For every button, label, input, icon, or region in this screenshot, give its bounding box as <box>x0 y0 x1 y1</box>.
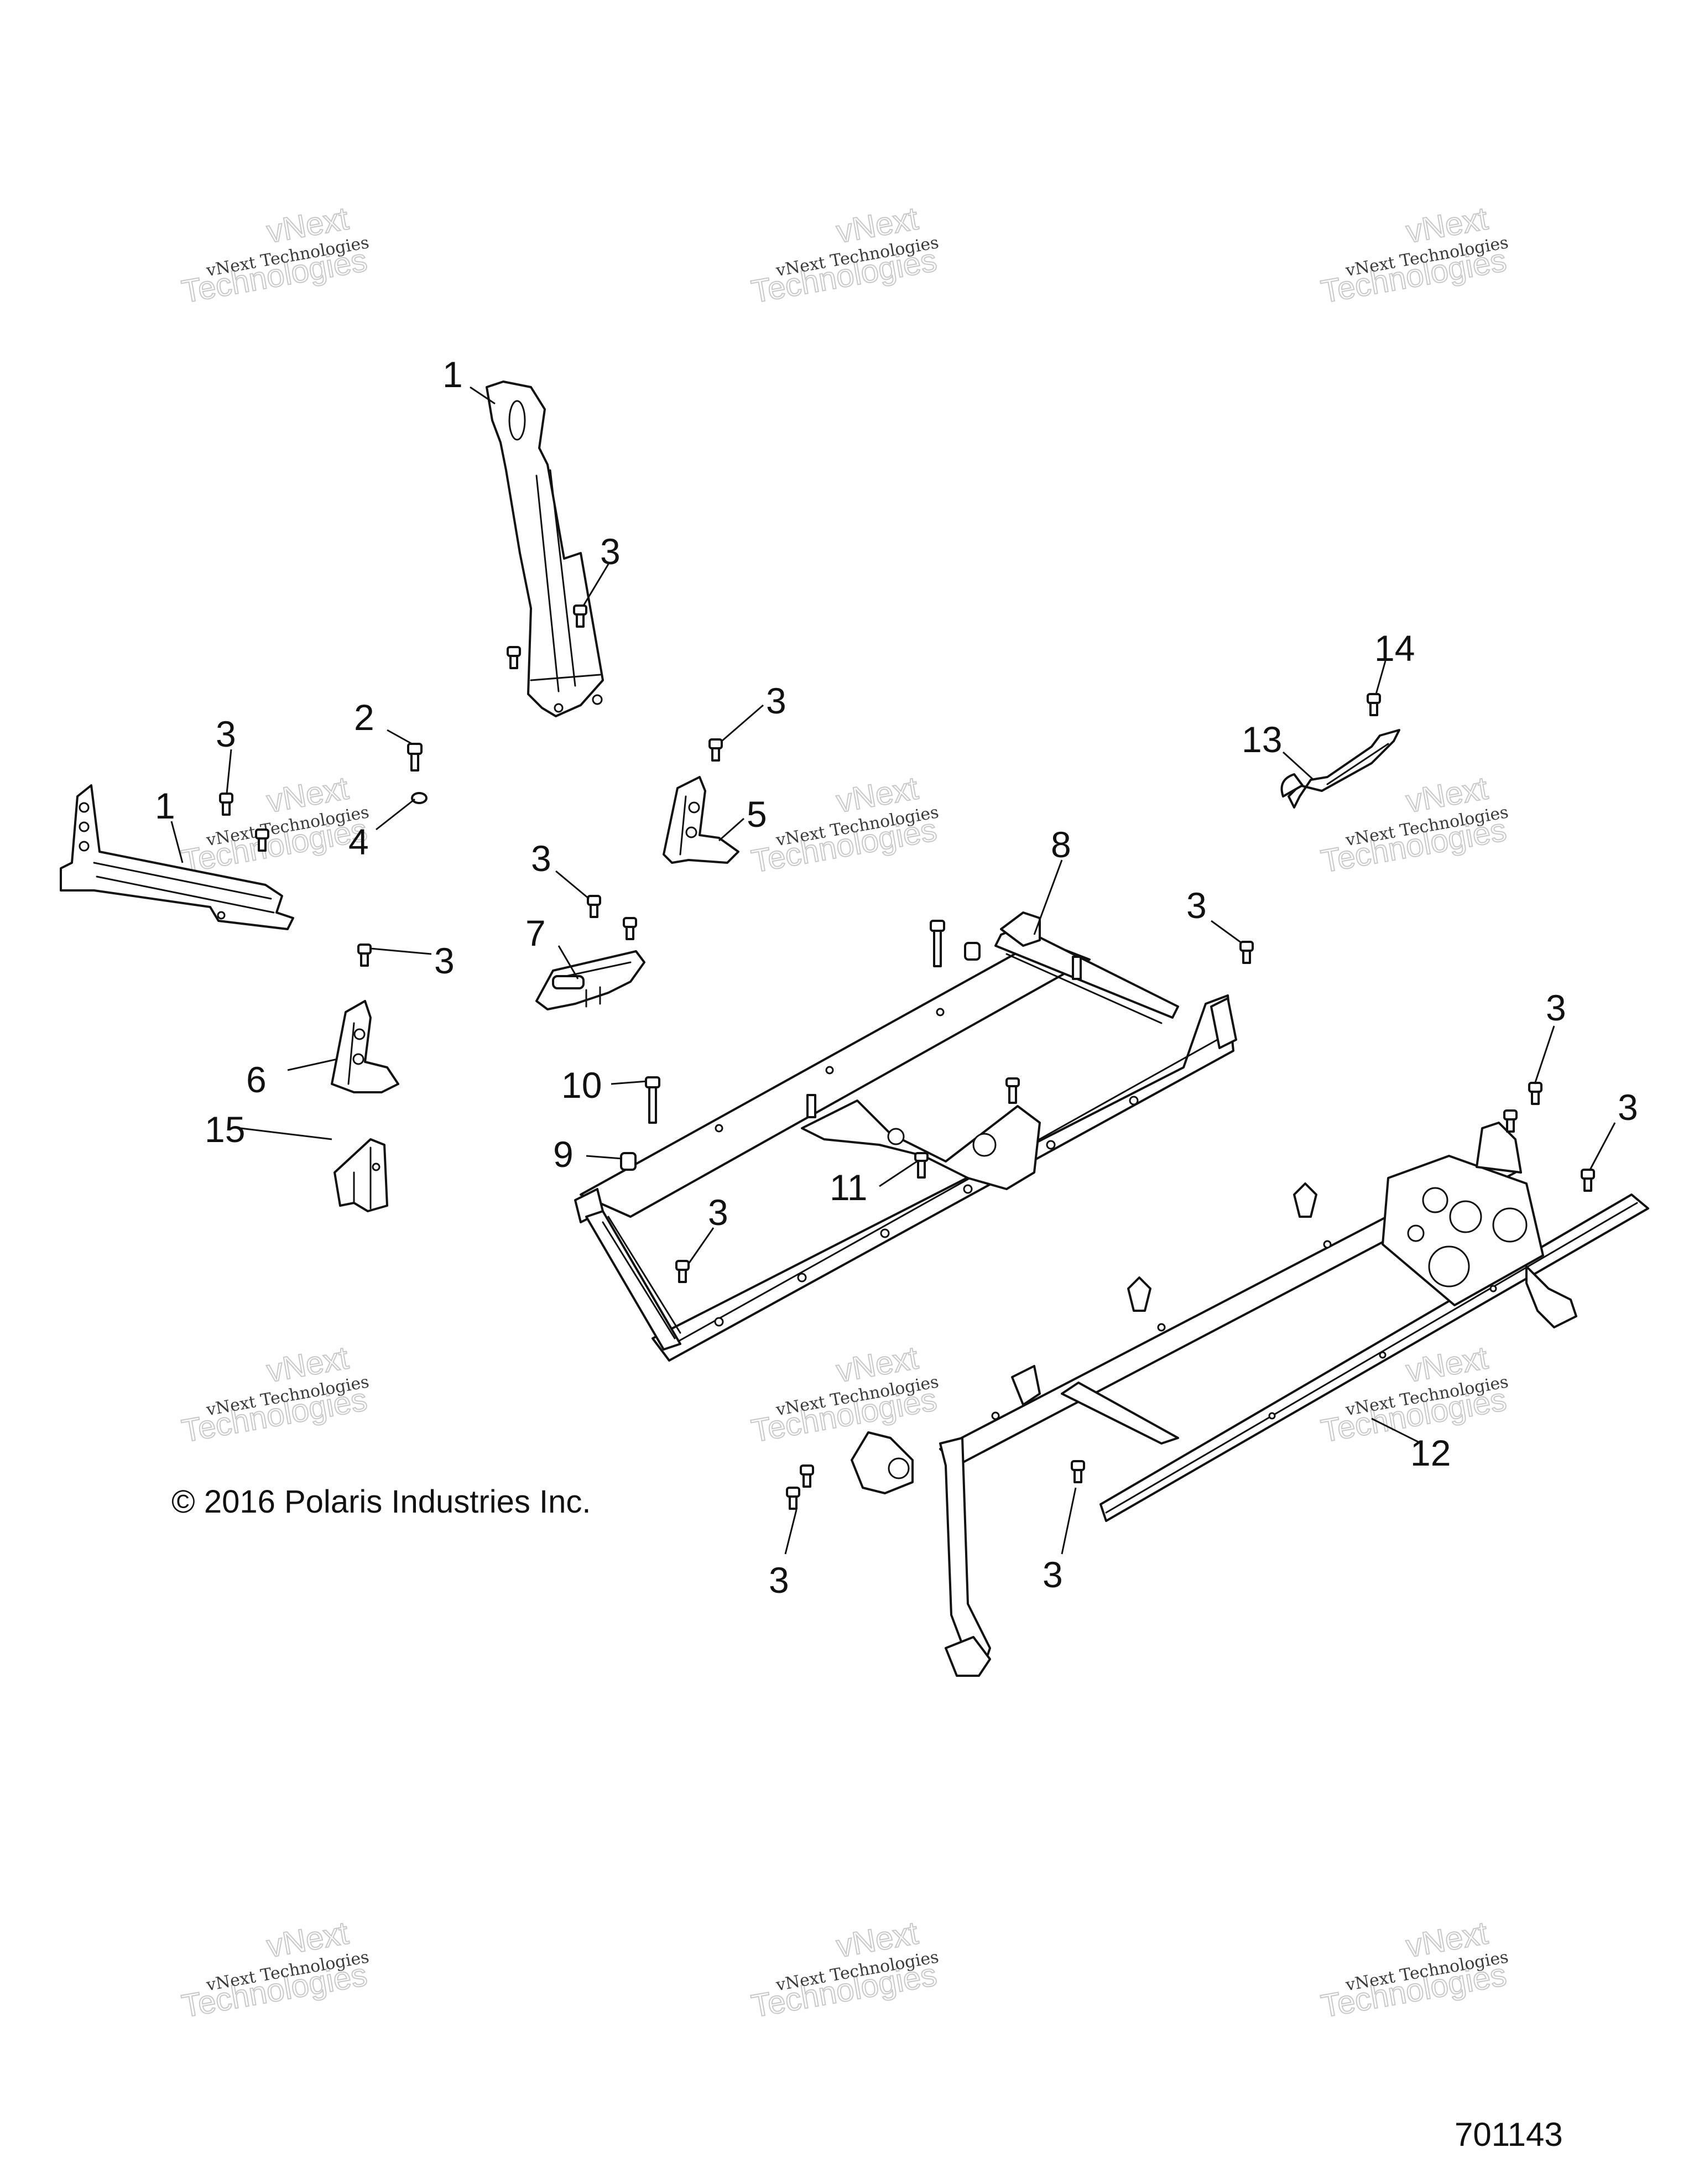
watermark: Technologies vNext vNext Technologies <box>179 769 371 880</box>
leader-lines <box>170 386 1616 1555</box>
watermark: Technologies vNext vNext Technologies <box>748 1914 940 2025</box>
watermark: Technologies vNext vNext Technologies <box>1318 200 1510 310</box>
callout-3: 3 <box>1546 987 1566 1028</box>
part-13-curved-bracket <box>1280 729 1400 809</box>
bolt-3 <box>1503 1109 1518 1133</box>
part-1-left-arm <box>60 784 294 930</box>
callout-9: 9 <box>553 1134 574 1175</box>
part-8-serration <box>602 1216 681 1339</box>
bolt-3 <box>1239 941 1254 964</box>
watermark: Technologies vNext vNext Technologies <box>748 200 940 310</box>
bolt-3 <box>623 917 637 940</box>
bolt-10 <box>930 920 945 967</box>
callout-15: 15 <box>205 1109 245 1150</box>
bolt-11 <box>914 1152 929 1179</box>
callout-3: 3 <box>1043 1554 1063 1595</box>
part-6-gusset-bracket <box>331 1000 399 1093</box>
bolt-3 <box>357 944 372 967</box>
bolt-3 <box>219 793 233 816</box>
callout-4: 4 <box>348 821 369 862</box>
part-7-clip-bracket <box>535 950 645 1010</box>
figure-number: 701143 <box>1455 2116 1563 2153</box>
bolt-3 <box>507 646 521 669</box>
part-15-box-bracket <box>333 1138 388 1212</box>
callout-3: 3 <box>1618 1087 1638 1128</box>
bolt-3 <box>1071 1460 1085 1483</box>
callout-1-upper: 1 <box>442 354 463 395</box>
part-2-bolt <box>407 743 423 772</box>
callout-14: 14 <box>1374 628 1415 669</box>
watermark: Technologies vNext vNext Technologies <box>179 200 371 310</box>
callout-3: 3 <box>600 531 621 572</box>
bolt-3 <box>255 828 269 852</box>
bolt-3 <box>1528 1082 1542 1105</box>
callout-3: 3 <box>434 940 455 981</box>
callout-11: 11 <box>830 1167 868 1208</box>
callout-3: 3 <box>531 838 551 879</box>
watermark: Technologies vNext vNext Technologies <box>179 1339 371 1450</box>
callout-12: 12 <box>1410 1432 1451 1473</box>
part-12-lower-frame <box>851 1122 1649 1677</box>
callout-5: 5 <box>747 794 767 835</box>
spacer-9 <box>964 942 981 961</box>
bolt-14 <box>1367 693 1381 716</box>
callout-3: 3 <box>769 1560 789 1601</box>
callout-3: 3 <box>708 1192 728 1233</box>
bolt-3 <box>1581 1169 1595 1192</box>
callout-2: 2 <box>354 697 374 738</box>
part-1-upper-bracket <box>486 380 604 717</box>
callout-3: 3 <box>1186 885 1207 926</box>
watermark: Technologies vNext vNext Technologies <box>1318 769 1510 880</box>
part-8-upper-frame <box>574 911 1237 1362</box>
callout-13: 13 <box>1242 719 1282 760</box>
bolt-11 <box>1005 1077 1020 1104</box>
watermark: Technologies vNext vNext Technologies <box>748 769 940 880</box>
watermark: Technologies vNext vNext Technologies <box>748 1339 940 1450</box>
callout-3: 3 <box>216 713 236 754</box>
bolt-3 <box>800 1464 814 1488</box>
callout-7: 7 <box>525 913 546 953</box>
bolt-3 <box>587 895 601 918</box>
part-4-nut <box>411 792 428 804</box>
watermark: Technologies vNext vNext Technologies <box>179 1914 371 2025</box>
bolt-10 <box>645 1076 660 1124</box>
bolt-3 <box>786 1487 800 1510</box>
bolt-3 <box>708 738 723 762</box>
callout-10: 10 <box>561 1065 602 1106</box>
callout-6: 6 <box>246 1059 267 1100</box>
callout-8: 8 <box>1051 824 1071 865</box>
watermark: Technologies vNext vNext Technologies <box>1318 1914 1510 2025</box>
fasteners <box>219 604 1595 1510</box>
callout-labels: 1 3 14 3 3 2 13 1 4 5 8 3 3 7 3 3 6 10 3… <box>155 354 1638 1601</box>
bolt-3 <box>675 1260 690 1283</box>
callout-3: 3 <box>766 680 786 721</box>
copyright-notice: © 2016 Polaris Industries Inc. <box>171 1484 591 1520</box>
callout-1-left: 1 <box>155 785 175 826</box>
bolt-3 <box>573 604 587 628</box>
spacer-9 <box>620 1152 637 1171</box>
part-5-gusset-bracket <box>663 776 739 864</box>
